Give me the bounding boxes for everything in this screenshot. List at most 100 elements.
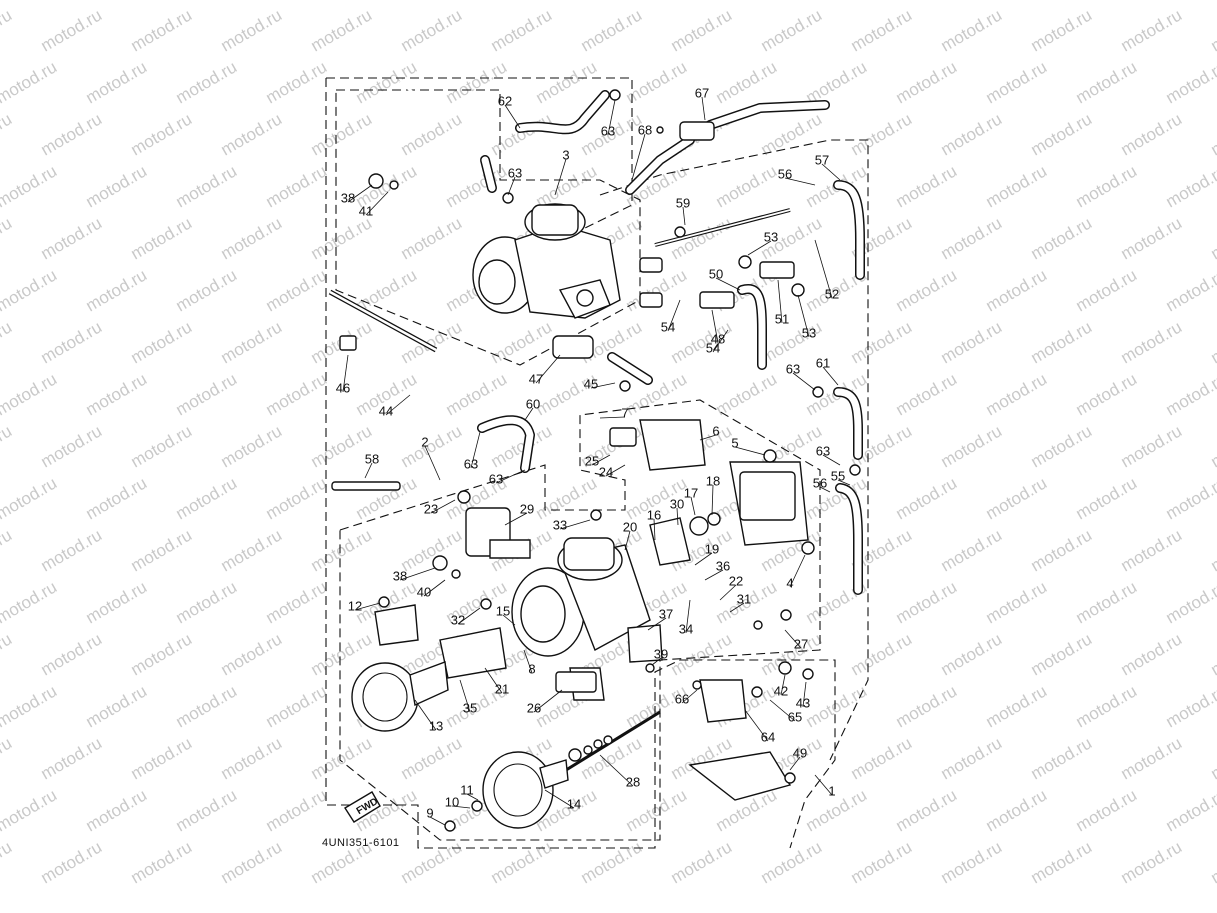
watermark-text: motod.ru [443, 0, 511, 3]
watermark-text: motod.ru [128, 317, 196, 367]
leader-line [502, 614, 516, 626]
leader-line [591, 454, 611, 466]
leader-line [777, 279, 783, 324]
watermark-text: motod.ru [1163, 57, 1217, 107]
callout-62: 62 [498, 93, 512, 108]
watermark-text: motod.ru [893, 785, 961, 835]
leader-line [667, 299, 681, 332]
watermark-text: motod.ru [1208, 109, 1217, 159]
watermark-text: motod.ru [1208, 733, 1217, 783]
watermark-text: motod.ru [983, 0, 1051, 3]
watermark-text: motod.ru [173, 785, 241, 835]
callout-5: 5 [731, 435, 738, 450]
watermark-text: motod.ru [83, 0, 151, 3]
leader-line [457, 607, 481, 625]
watermark-text: motod.ru [83, 57, 151, 107]
watermark-text: motod.ru [1073, 577, 1141, 627]
leader-line [429, 816, 446, 826]
watermark-text: motod.ru [848, 629, 916, 679]
callout-9: 9 [426, 805, 433, 820]
watermark-text: motod.ru [0, 629, 15, 679]
watermark-text: motod.ru [263, 473, 331, 523]
cover-14 [482, 751, 554, 829]
watermark-text: motod.ru [218, 109, 286, 159]
callout-37: 37 [659, 606, 673, 621]
callout-53a: 53 [764, 229, 778, 244]
callout-1: 1 [828, 783, 835, 798]
callout-63e: 63 [464, 456, 478, 471]
leader-line [822, 454, 841, 466]
leader-line [653, 518, 656, 541]
watermark-text: motod.ru [263, 681, 331, 731]
watermark-text: motod.ru [1208, 317, 1217, 367]
watermark-text: motod.ru [1028, 421, 1096, 471]
watermark-text: motod.ru [218, 213, 286, 263]
leader-line [470, 431, 481, 469]
callout-27: 27 [794, 636, 808, 651]
watermark-text: motod.ru [0, 317, 15, 367]
watermark-text: motod.ru [398, 837, 466, 887]
watermark-text: motod.ru [308, 525, 376, 575]
watermark-text: motod.ru [1073, 369, 1141, 419]
watermark-text: motod.ru [398, 5, 466, 55]
watermark-text: motod.ru [0, 369, 60, 419]
watermark-text: motod.ru [1118, 213, 1186, 263]
watermark-text: motod.ru [938, 525, 1006, 575]
watermark-text: motod.ru [1118, 733, 1186, 783]
watermark-text: motod.ru [0, 577, 60, 627]
watermark-text: motod.ru [803, 681, 871, 731]
leader-line [495, 469, 526, 484]
callout-63b: 63 [508, 165, 522, 180]
watermark-text: motod.ru [668, 837, 736, 887]
watermark-text: motod.ru [938, 213, 1006, 263]
watermark-text: motod.ru [308, 5, 376, 55]
callout-68: 68 [638, 122, 652, 137]
callout-21: 21 [495, 681, 509, 696]
watermark-text: motod.ru [1028, 109, 1096, 159]
watermark-text: motod.ru [848, 317, 916, 367]
leader-line [451, 805, 471, 809]
watermark-text: motod.ru [983, 785, 1051, 835]
watermark-text: motod.ru [1118, 629, 1186, 679]
watermark-text: motod.ru [1118, 109, 1186, 159]
callout-29: 29 [520, 501, 534, 516]
leader-line [734, 446, 766, 456]
watermark-text: motod.ru [308, 733, 376, 783]
leader-line [364, 462, 373, 479]
callout-7: 7 [621, 405, 628, 420]
callout-38b: 38 [393, 568, 407, 583]
drawing-code: 4UNI351-6101 [322, 837, 400, 849]
assembly-outlines [325, 77, 869, 849]
callout-60: 60 [526, 396, 540, 411]
watermark-text: motod.ru [488, 109, 556, 159]
watermark-text: motod.ru [83, 473, 151, 523]
leader-line [694, 552, 713, 566]
callout-41: 41 [359, 203, 373, 218]
callout-39: 39 [654, 646, 668, 661]
watermark-text: motod.ru [938, 5, 1006, 55]
watermark-text: motod.ru [1028, 629, 1096, 679]
leader-line [399, 567, 436, 581]
callout-52: 52 [825, 286, 839, 301]
watermark-text: motod.ru [38, 525, 106, 575]
leader-line [507, 176, 516, 196]
callout-32: 32 [451, 612, 465, 627]
callout-58: 58 [365, 451, 379, 466]
watermark-text: motod.ru [83, 161, 151, 211]
leader-line [533, 689, 563, 713]
callout-34: 34 [679, 621, 693, 636]
callout-6: 6 [712, 423, 719, 438]
watermark-text: motod.ru [713, 57, 781, 107]
callout-63d: 63 [816, 443, 830, 458]
watermark-text: motod.ru [398, 317, 466, 367]
watermark-text: motod.ru [398, 733, 466, 783]
watermark-text: motod.ru [758, 5, 826, 55]
watermark-text: motod.ru [0, 421, 15, 471]
watermark-text: motod.ru [488, 837, 556, 887]
callout-54a: 54 [661, 319, 675, 334]
leader-line [690, 496, 696, 516]
leader-line [819, 486, 831, 493]
watermark-text: motod.ru [443, 369, 511, 419]
watermark-text: motod.ru [893, 681, 961, 731]
leader-line [822, 366, 839, 386]
